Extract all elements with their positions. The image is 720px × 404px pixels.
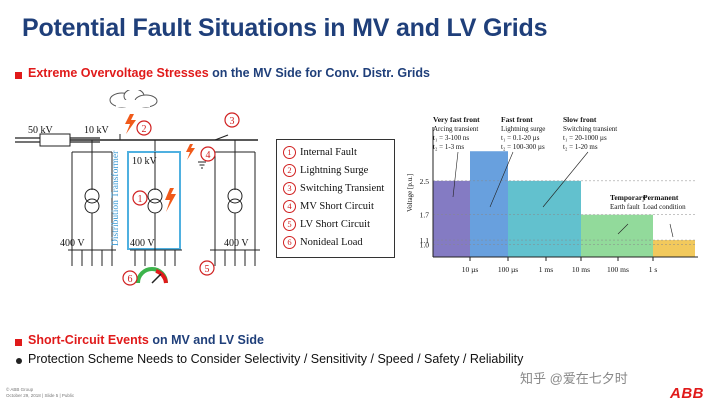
segment-title: Fast front [501,115,533,124]
legend-number: 2 [283,164,296,177]
lightning-bolt-icon [125,114,136,134]
segment-detail: t₂ = 1-3 ms [433,143,464,151]
pointer-line [542,151,589,208]
bar-slow-front [508,180,581,257]
legend-label: Nonideal Load [300,236,363,248]
section-heading-overvoltage: Extreme Overvoltage Stresses on the MV S… [28,66,430,80]
x-tick-label: 100 µs [498,265,518,274]
segment-title: Permanent [643,193,679,202]
segment-detail: t₁ = 3-100 ns [433,134,469,142]
abb-logo: ABB [670,385,704,402]
legend-label: Lightning Surge [300,164,369,176]
x-tick-label: 1 s [649,265,658,274]
section-heading-short-circuit: Short-Circuit Events on MV and LV Side [28,333,264,347]
legend-number: 1 [283,146,296,159]
pointer-line [489,151,514,208]
x-tick-label: 1 ms [539,265,553,274]
page-title: Potential Fault Situations in MV and LV … [22,14,548,42]
watermark-text: 知乎 @爱在七夕时 [520,371,628,386]
legend-label: MV Short Circuit [300,200,374,212]
footer-copyright: © ABB Group [6,387,34,392]
y-tick-label: 2.5 [420,177,430,186]
pointer-line [452,151,459,198]
marker-4: 4 [206,150,211,161]
legend-item: 5 LV Short Circuit [283,218,370,231]
label-400v-right: 400 V [224,238,249,249]
bar-very-fast-front [433,180,470,257]
legend-item: 6 Nonideal Load [283,236,363,249]
section-heading-highlight: Extreme Overvoltage Stresses [28,66,209,80]
segment-detail: t₁ = 20-1000 µs [563,134,607,142]
bar-fast-front [470,151,508,257]
marker-6: 6 [128,274,133,285]
legend-label: Switching Transient [300,182,385,194]
marker-2: 2 [142,124,147,135]
segment-title: Temporary [610,193,646,202]
legend-label: LV Short Circuit [300,218,371,230]
label-10kv-box: 10 kV [132,156,158,167]
legend-number: 6 [283,236,296,249]
x-tick-label: 10 µs [462,265,479,274]
segment-title: Very fast front [433,115,480,124]
legend-item: 4 MV Short Circuit [283,200,374,213]
protection-scheme-text: Protection Scheme Needs to Consider Sele… [28,352,524,366]
segment-title: Slow front [563,115,597,124]
y-axis-label: Voltage [p.u.] [406,174,414,212]
bullet-square [15,339,22,346]
segment-detail: Load condition [643,203,686,211]
pointer-line [617,223,629,235]
bullet-dot [16,358,22,364]
segment-detail: Arcing transient [433,125,478,133]
footer-date: October 29, 2018 | Slide 5 | Public [6,393,75,398]
bullet-square [15,72,22,79]
x-tick-label: 10 ms [572,265,590,274]
legend-number: 5 [283,218,296,231]
label-50kv: 50 kV [28,125,54,136]
segment-detail: Earth fault [610,203,640,211]
grid-schematic: 2 3 4 1 5 6 50 kV 10 kV 10 kV 400 V 400 … [15,90,260,286]
marker-5: 5 [205,264,210,275]
section-heading-rest: on MV and LV Side [148,333,264,347]
bar-temporary [581,214,653,257]
y-tick-label: 1.1 [420,236,430,245]
segment-detail: Lightning surge [501,125,545,133]
fault-legend: 1 Internal Fault 2 Lightning Surge 3 Switch… [276,139,395,258]
legend-item: 3 Switching Transient [283,182,384,195]
y-tick-label: 1.7 [420,211,430,220]
x-tick-label: 100 ms [607,265,629,274]
segment-detail: Switching transient [563,125,617,133]
legend-item: 2 Lightning Surge [283,164,368,177]
y-tick-label: 1.0 [420,240,430,249]
section-heading-highlight: Short-Circuit Events [28,333,149,347]
section-heading-rest: on the MV Side for Conv. Distr. Grids [208,66,430,80]
overvoltage-chart: 1.01.1 1.7 2.5 Voltage [p.u.] 10 µs 100 µs 1 m… [406,115,698,274]
gauge-icon [136,267,168,284]
label-distribution-transformer: Distribution Transformer [110,150,121,246]
legend-number: 4 [283,200,296,213]
legend-item: 1 Internal Fault [283,146,357,159]
segment-detail: t₂ = 100-300 µs [501,143,545,151]
bar-permanent [653,240,695,257]
marker-3: 3 [230,116,235,127]
segment-detail: t₁ = 0.1-20 µs [501,134,540,142]
pointer-line [669,223,674,238]
marker-1: 1 [138,194,143,205]
label-10kv-top: 10 kV [84,125,110,136]
cloud-icon [109,90,158,108]
label-400v-mid: 400 V [130,238,155,249]
legend-label: Internal Fault [300,146,357,158]
segment-detail: t₂ = 1-20 ms [563,143,598,151]
label-400v-left: 400 V [60,238,85,249]
legend-number: 3 [283,182,296,195]
